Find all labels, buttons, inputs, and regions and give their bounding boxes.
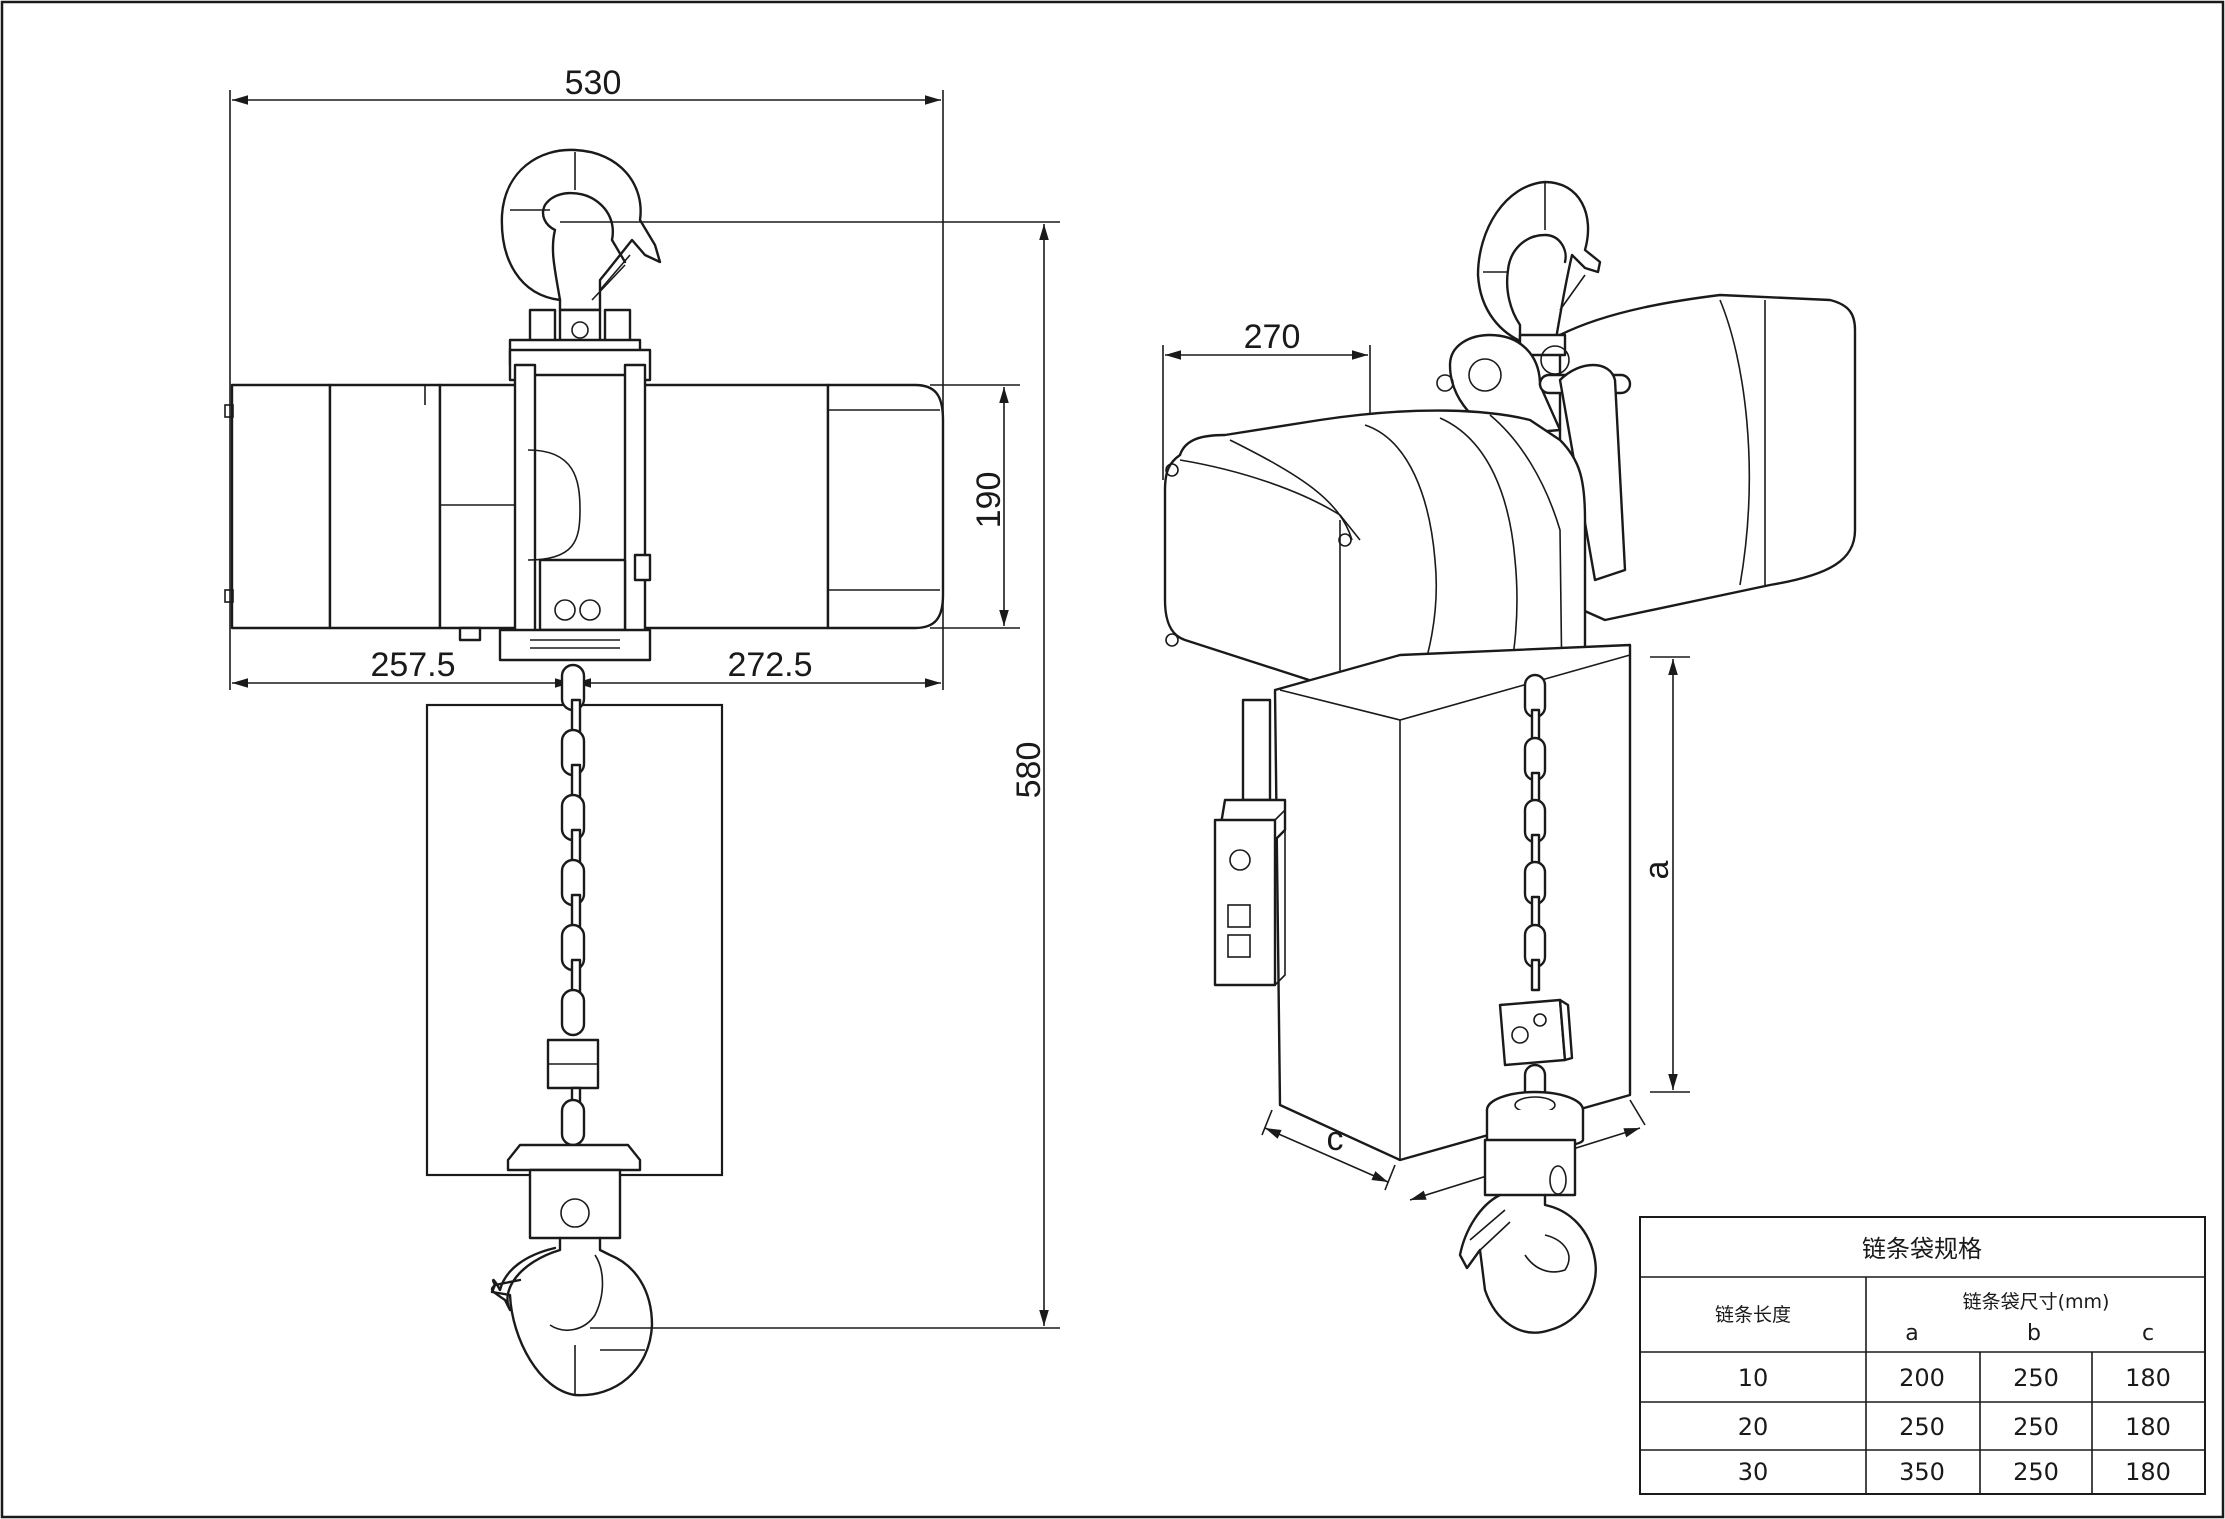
dim-257-label: 257.5 (370, 646, 455, 684)
svg-text:180: 180 (2125, 1458, 2171, 1486)
chain-bag-side: a c b (1261, 643, 1690, 1201)
pendant-control (1213, 698, 1287, 987)
dim-a-label: a (1638, 860, 1676, 879)
bottom-hook-front (490, 1143, 654, 1397)
header-c: c (2142, 1321, 2154, 1346)
dim-c-label: c (1327, 1120, 1344, 1158)
top-hook-side (1436, 180, 1632, 582)
bottom-hook-side (1458, 1090, 1597, 1334)
svg-text:180: 180 (2125, 1413, 2171, 1441)
dim-270-label: 270 (1244, 318, 1301, 356)
chain-front (546, 663, 600, 1147)
table-row: 20 250 250 180 (1738, 1413, 2171, 1441)
dim-530-label: 530 (565, 64, 622, 102)
hoist-body-side (1163, 409, 1587, 720)
svg-text:200: 200 (1899, 1364, 1945, 1392)
dim-190-label: 190 (970, 472, 1008, 529)
svg-text:250: 250 (2013, 1413, 2059, 1441)
svg-text:20: 20 (1738, 1413, 1769, 1441)
table-title: 链条袋规格 (1862, 1235, 1982, 1263)
dim-line-c (1264, 1127, 1389, 1183)
front-view: 530 257.5 272.5 190 580 (224, 64, 1060, 1397)
top-hook (500, 148, 662, 312)
dim-580-label: 580 (1010, 742, 1048, 799)
hoist-body-front (224, 363, 945, 662)
svg-text:250: 250 (2013, 1364, 2059, 1392)
header-b: b (2027, 1321, 2041, 1346)
svg-text:250: 250 (2013, 1458, 2059, 1486)
svg-text:10: 10 (1738, 1364, 1769, 1392)
header-chain-length: 链条长度 (1715, 1304, 1791, 1326)
svg-text:180: 180 (2125, 1364, 2171, 1392)
side-view: 270 (1162, 180, 1857, 1334)
header-bag-size: 链条袋尺寸(mm) (1963, 1291, 2110, 1313)
svg-text:30: 30 (1738, 1458, 1769, 1486)
table-row: 30 350 250 180 (1738, 1458, 2171, 1486)
table-row: 10 200 250 180 (1738, 1364, 2171, 1392)
svg-text:350: 350 (1899, 1458, 1945, 1486)
svg-text:250: 250 (1899, 1413, 1945, 1441)
header-a: a (1905, 1321, 1918, 1346)
dim-272-label: 272.5 (727, 646, 812, 684)
chain-bag-spec-table: 链条袋规格 链条长度 链条袋尺寸(mm) a b c 10 200 250 18… (1639, 1216, 2206, 1495)
